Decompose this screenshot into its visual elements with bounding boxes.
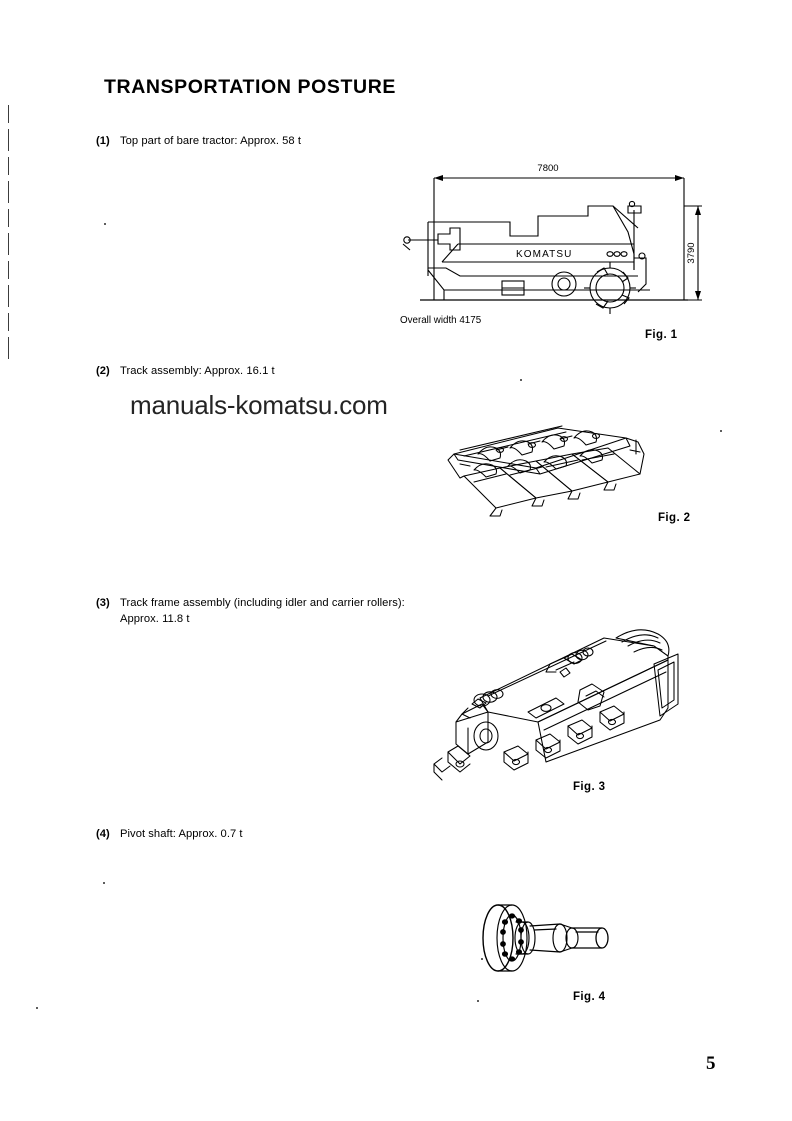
figure-4-caption: Fig. 4: [573, 991, 606, 1003]
margin-scan-artifact: [8, 105, 9, 365]
list-item-4: (4) Pivot shaft: Approx. 0.7 t: [96, 826, 243, 842]
item-number: (1): [96, 135, 110, 147]
item-text: Top part of bare tractor: Approx. 58 t: [120, 135, 301, 147]
item-number: (4): [96, 828, 110, 840]
scan-speck: [477, 1000, 479, 1002]
fig1-brand-label: KOMATSU: [516, 249, 572, 260]
figure-3-track-frame-assembly: [428, 612, 688, 782]
page-number: 5: [706, 1053, 716, 1074]
page-title: TRANSPORTATION POSTURE: [104, 76, 396, 98]
item-number: (2): [96, 365, 110, 377]
scan-speck: [520, 379, 522, 381]
fig1-height-value: 3790: [686, 242, 697, 263]
site-watermark: manuals-komatsu.com: [130, 390, 388, 420]
figure-1-caption: Fig. 1: [645, 329, 678, 341]
item-text: Track assembly: Approx. 16.1 t: [120, 365, 275, 377]
item-text: Pivot shaft: Approx. 0.7 t: [120, 828, 243, 840]
list-item-1: (1) Top part of bare tractor: Approx. 58…: [96, 133, 301, 149]
fig1-overall-width-note: Overall width 4175: [400, 315, 482, 326]
figure-4-pivot-shaft: [468, 880, 628, 990]
item-number: (3): [96, 597, 110, 609]
scan-speck: [103, 882, 105, 884]
figure-3-caption: Fig. 3: [573, 781, 606, 793]
list-item-2: (2) Track assembly: Approx. 16.1 t: [96, 363, 275, 379]
scan-speck: [36, 1007, 38, 1009]
fig1-length-value: 7800: [537, 163, 558, 174]
figure-2-track-assembly: [440, 420, 680, 530]
item-text: Track frame assembly (including idler an…: [120, 597, 405, 626]
scan-speck: [481, 958, 483, 960]
list-item-3: (3) Track frame assembly (including idle…: [96, 595, 430, 627]
scan-speck: [104, 223, 106, 225]
figure-2-caption: Fig. 2: [658, 512, 691, 524]
figure-1-bare-tractor: 7800 3790: [398, 158, 710, 333]
scan-speck: [720, 430, 722, 432]
